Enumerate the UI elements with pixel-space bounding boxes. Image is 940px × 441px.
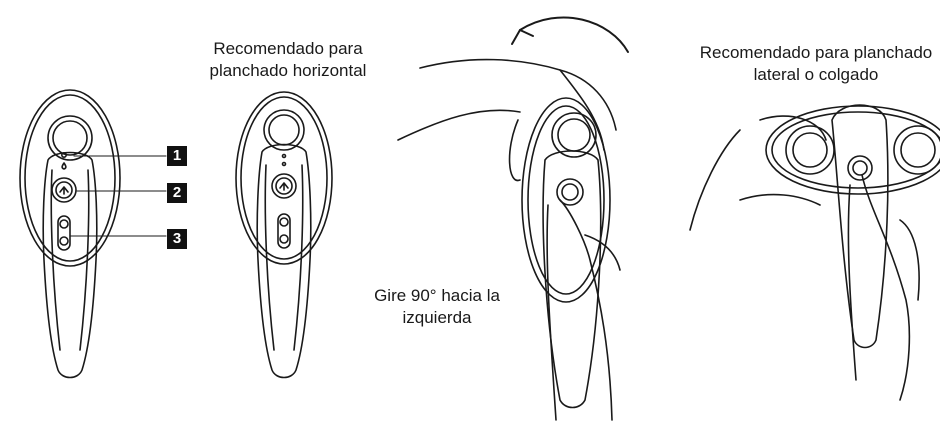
horizontal-ironing-caption: Recomendado para planchado horizontal [188, 38, 388, 82]
rotate-left-illustration [397, 16, 629, 421]
lock-switch [57, 215, 71, 251]
vertical-ironing-caption: Recomendado para planchado lateral o col… [676, 42, 940, 86]
callout-badge-2: 2 [167, 183, 187, 203]
steam-button [51, 177, 77, 203]
steamer-front-view [235, 91, 333, 379]
steamer-front-view-labeled [19, 89, 167, 379]
horizontal-caption-line-1: Recomendado para [213, 39, 363, 58]
rotate-caption-line-2: izquierda [402, 308, 472, 327]
light-indicator-icon [60, 152, 67, 159]
callout-badge-1: 1 [167, 146, 187, 166]
rotate-instruction-caption: Gire 90° hacia la izquierda [352, 285, 522, 329]
horizontal-caption-line-2: planchado horizontal [209, 61, 367, 80]
vertical-caption-line-1: Recomendado para planchado [699, 43, 933, 62]
vertical-caption-line-2: lateral o colgado [753, 65, 879, 84]
vertical-use-illustration [689, 104, 940, 401]
rotate-caption-line-1: Gire 90° hacia la [374, 286, 500, 305]
water-drop-icon [61, 162, 67, 170]
rotate-arrow-icon [519, 16, 629, 53]
callout-badge-3: 3 [167, 229, 187, 249]
